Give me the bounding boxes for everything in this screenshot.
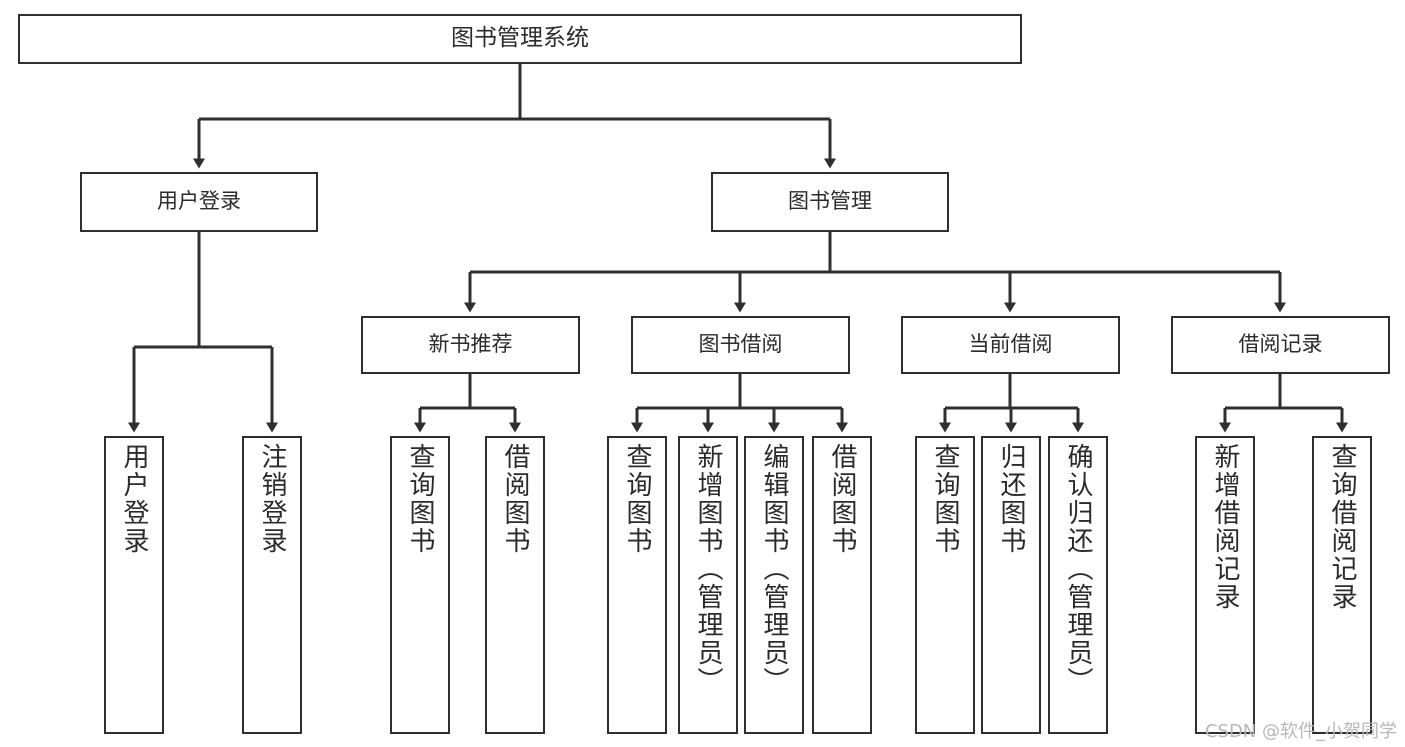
node-borrow-record[interactable]: 借阅记录 <box>1171 316 1390 374</box>
node-leaf-borrow-book-2-label: 借阅图书 <box>827 443 857 555</box>
node-leaf-query-record-label: 查询借阅记录 <box>1327 443 1357 611</box>
node-leaf-add-record[interactable]: 新增借阅记录 <box>1195 436 1255 734</box>
node-leaf-add-book-label: 新增图书（管理员） <box>693 443 723 695</box>
node-leaf-query-book-2[interactable]: 查询图书 <box>607 436 667 734</box>
node-root[interactable]: 图书管理系统 <box>18 14 1022 64</box>
node-new-book-recommend[interactable]: 新书推荐 <box>361 316 580 374</box>
node-leaf-logout[interactable]: 注销登录 <box>242 436 302 734</box>
node-user-login-label: 用户登录 <box>157 189 241 214</box>
node-current-borrow-label: 当前借阅 <box>968 332 1053 357</box>
node-leaf-return-book[interactable]: 归还图书 <box>981 436 1041 734</box>
node-book-borrow[interactable]: 图书借阅 <box>631 316 850 374</box>
node-new-book-recommend-label: 新书推荐 <box>428 332 513 357</box>
node-book-borrow-label: 图书借阅 <box>698 332 783 357</box>
node-book-management-label: 图书管理 <box>788 189 872 214</box>
node-leaf-logout-label: 注销登录 <box>257 443 287 555</box>
node-leaf-edit-book-label: 编辑图书（管理员） <box>759 443 789 695</box>
node-root-label: 图书管理系统 <box>451 25 589 52</box>
node-leaf-query-book-1-label: 查询图书 <box>405 443 435 555</box>
node-book-management[interactable]: 图书管理 <box>711 172 949 232</box>
node-leaf-user-login-label: 用户登录 <box>119 443 149 555</box>
node-leaf-confirm-return[interactable]: 确认归还（管理员） <box>1048 436 1108 734</box>
node-leaf-return-book-label: 归还图书 <box>996 443 1026 555</box>
node-leaf-borrow-book-1[interactable]: 借阅图书 <box>485 436 545 734</box>
node-borrow-record-label: 借阅记录 <box>1238 332 1323 357</box>
node-leaf-edit-book[interactable]: 编辑图书（管理员） <box>744 436 804 734</box>
node-leaf-confirm-return-label: 确认归还（管理员） <box>1063 443 1093 695</box>
node-leaf-query-record[interactable]: 查询借阅记录 <box>1312 436 1372 734</box>
node-leaf-add-book[interactable]: 新增图书（管理员） <box>678 436 738 734</box>
node-leaf-query-book-3[interactable]: 查询图书 <box>915 436 975 734</box>
node-leaf-borrow-book-1-label: 借阅图书 <box>500 443 530 555</box>
node-leaf-user-login[interactable]: 用户登录 <box>104 436 164 734</box>
node-leaf-add-record-label: 新增借阅记录 <box>1210 443 1240 611</box>
node-leaf-query-book-3-label: 查询图书 <box>930 443 960 555</box>
node-leaf-query-book-2-label: 查询图书 <box>622 443 652 555</box>
node-current-borrow[interactable]: 当前借阅 <box>901 316 1120 374</box>
node-leaf-borrow-book-2[interactable]: 借阅图书 <box>812 436 872 734</box>
node-leaf-query-book-1[interactable]: 查询图书 <box>390 436 450 734</box>
node-user-login[interactable]: 用户登录 <box>80 172 318 232</box>
